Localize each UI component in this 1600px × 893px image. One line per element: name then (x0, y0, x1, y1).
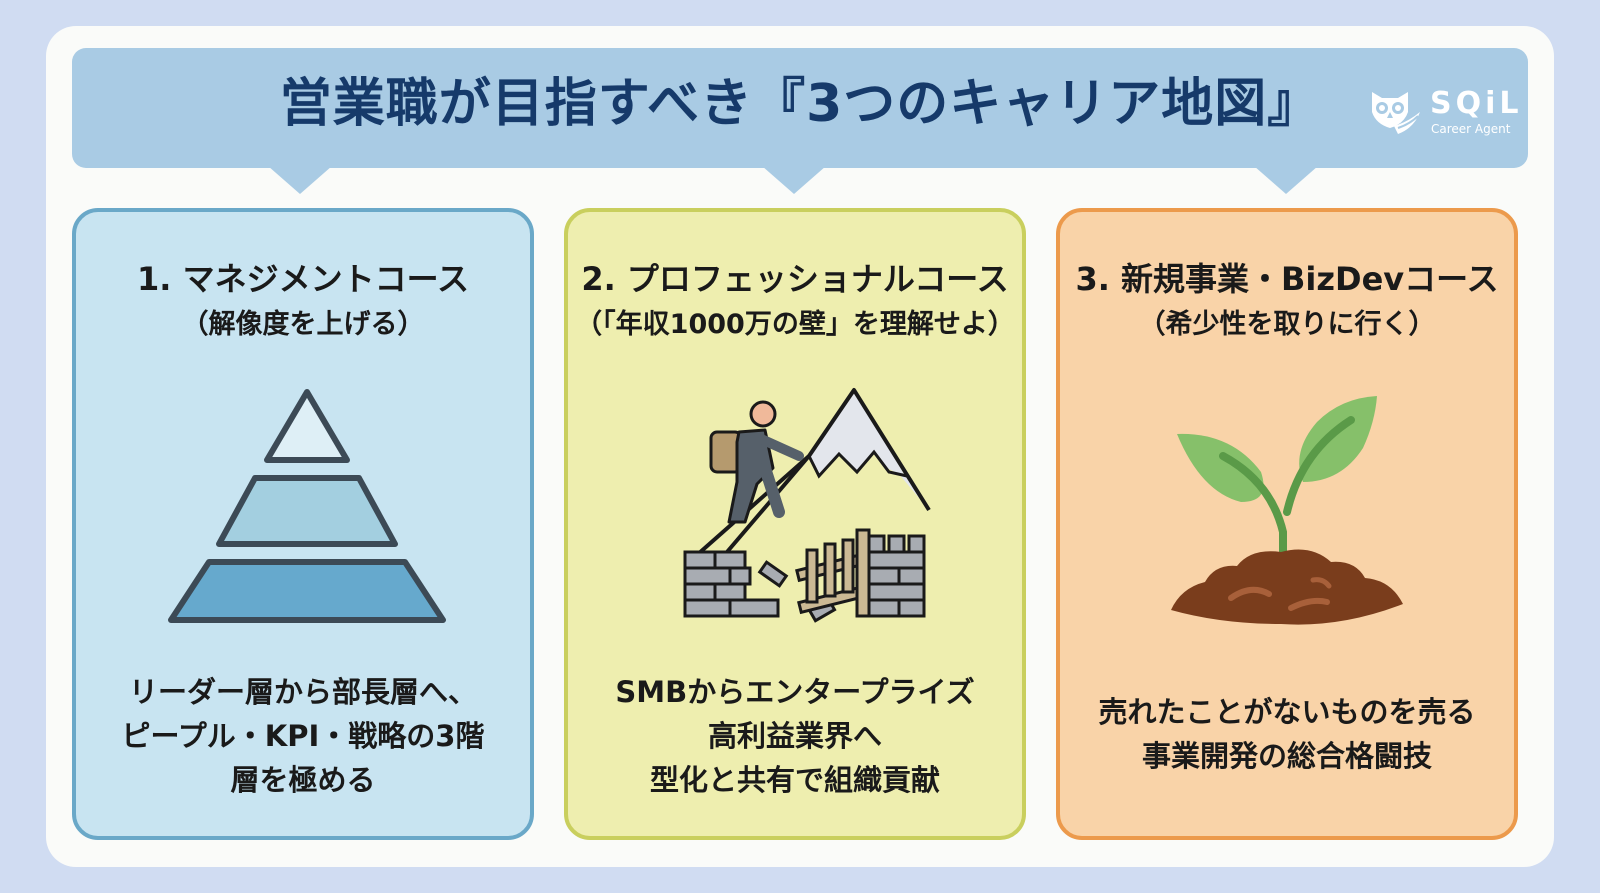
course-card-management: 1. マネジメントコース （解像度を上げる） リーダー層から部長層へ、 ピープル… (72, 208, 534, 840)
card-description: SMBからエンタープライズ 高利益業界へ 型化と共有で組織貢献 (588, 670, 1002, 802)
card-subtitle: （「年収1000万の壁」を理解せよ） (575, 309, 1015, 340)
arrow-down-icon (268, 166, 332, 194)
description-line: 層を極める (230, 763, 376, 797)
arrow-down-icon (1254, 166, 1318, 194)
card-title: 3. 新規事業・BizDevコース (1075, 260, 1499, 298)
pyramid-icon (168, 389, 446, 623)
header-banner: 営業職が目指すべき『3つのキャリア地図』 (72, 48, 1528, 168)
description-line: ピープル・KPI・戦略の3階 (121, 719, 485, 753)
card-description: リーダー層から部長層へ、 ピープル・KPI・戦略の3階 層を極める (96, 670, 510, 802)
card-subtitle: （解像度を上げる） (181, 309, 425, 340)
sprout-icon (1171, 396, 1403, 625)
page-title: 営業職が目指すべき『3つのキャリア地図』 (279, 74, 1321, 134)
description-line: 売れたことがないものを売る (1098, 695, 1476, 729)
card-title: 2. プロフェッショナルコース (581, 260, 1009, 298)
logo-name: SQiL (1430, 86, 1523, 121)
description-line: リーダー層から部長層へ、 (128, 675, 477, 709)
course-card-professional: 2. プロフェッショナルコース （「年収1000万の壁」を理解せよ） (564, 208, 1026, 840)
card-title: 1. マネジメントコース (137, 260, 469, 298)
description-line: SMBからエンタープライズ (615, 675, 975, 709)
card-description: 売れたことがないものを売る 事業開発の総合格闘技 (1080, 690, 1494, 778)
arrow-down-icon (762, 166, 826, 194)
description-line: 事業開発の総合格闘技 (1141, 739, 1432, 773)
mountain-climber-icon (683, 388, 931, 623)
description-line: 高利益業界へ (707, 719, 882, 753)
owl-icon (1372, 92, 1420, 134)
brand-logo: SQiL Career Agent (1368, 86, 1519, 140)
logo-subtitle: Career Agent (1431, 122, 1511, 136)
card-subtitle: （希少性を取りに行く） (1138, 309, 1436, 340)
description-line: 型化と共有で組織貢献 (649, 763, 940, 797)
course-card-bizdev: 3. 新規事業・BizDevコース （希少性を取りに行く） 売れたことがないもの… (1056, 208, 1518, 840)
